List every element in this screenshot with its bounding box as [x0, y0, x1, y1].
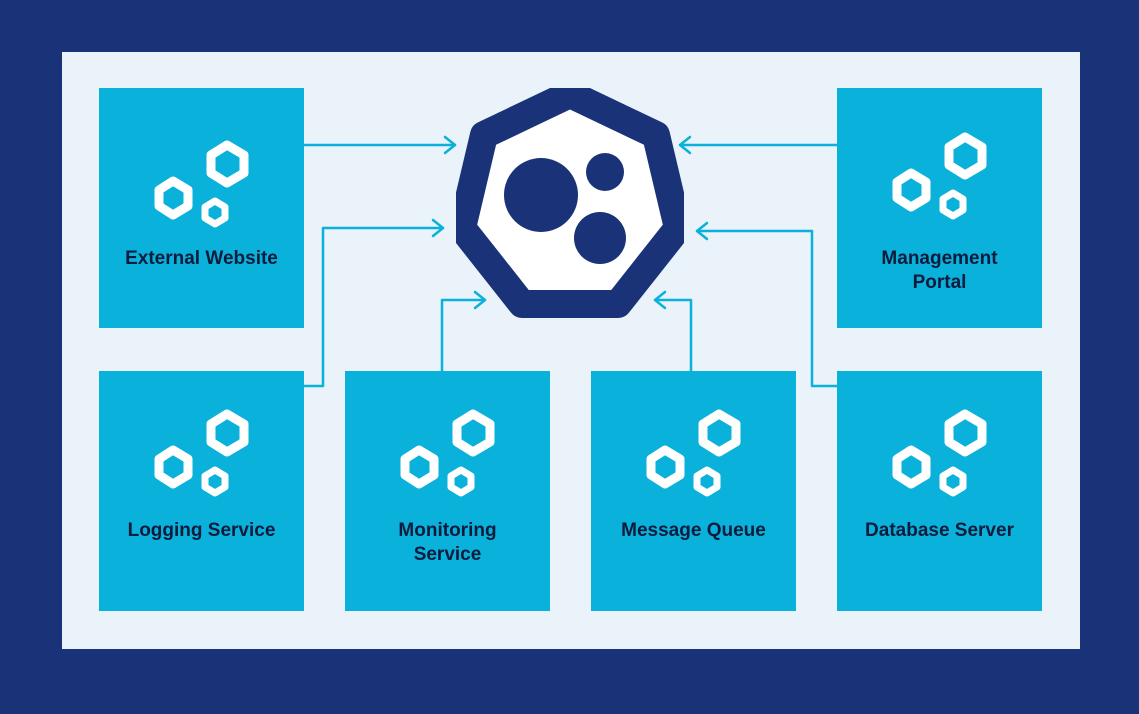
connector-monitoring-service-to-hub	[440, 290, 487, 373]
node-database-server: Database Server	[837, 371, 1042, 611]
hexagon-cluster-icon	[400, 409, 495, 497]
node-label: External Website	[125, 248, 278, 269]
connector-external-website-to-hub	[302, 135, 457, 155]
node-label: Message Queue	[621, 520, 766, 541]
node-monitoring-service: Monitoring Service	[345, 371, 550, 611]
node-logging-service: Logging Service	[99, 371, 304, 611]
hexagon-cluster-icon	[154, 409, 249, 497]
hexagon-cluster-icon	[154, 140, 249, 228]
node-management-portal: Management Portal	[837, 88, 1042, 328]
central-hub	[448, 80, 692, 318]
node-external-website: External Website	[99, 88, 304, 328]
heptagon-cluster-icon	[448, 80, 692, 318]
node-label: Monitoring Service	[398, 520, 497, 565]
hexagon-cluster-icon	[892, 132, 987, 220]
node-label: Database Server	[865, 520, 1014, 541]
connector-database-server-to-hub	[695, 221, 839, 388]
connector-management-portal-to-hub	[678, 135, 839, 155]
node-label: Management Portal	[881, 248, 998, 293]
hexagon-cluster-icon	[646, 409, 741, 497]
connector-logging-service-to-hub	[302, 218, 445, 388]
node-message-queue: Message Queue	[591, 371, 796, 611]
node-label: Logging Service	[127, 520, 276, 541]
connector-message-queue-to-hub	[653, 290, 693, 373]
hexagon-cluster-icon	[892, 409, 987, 497]
